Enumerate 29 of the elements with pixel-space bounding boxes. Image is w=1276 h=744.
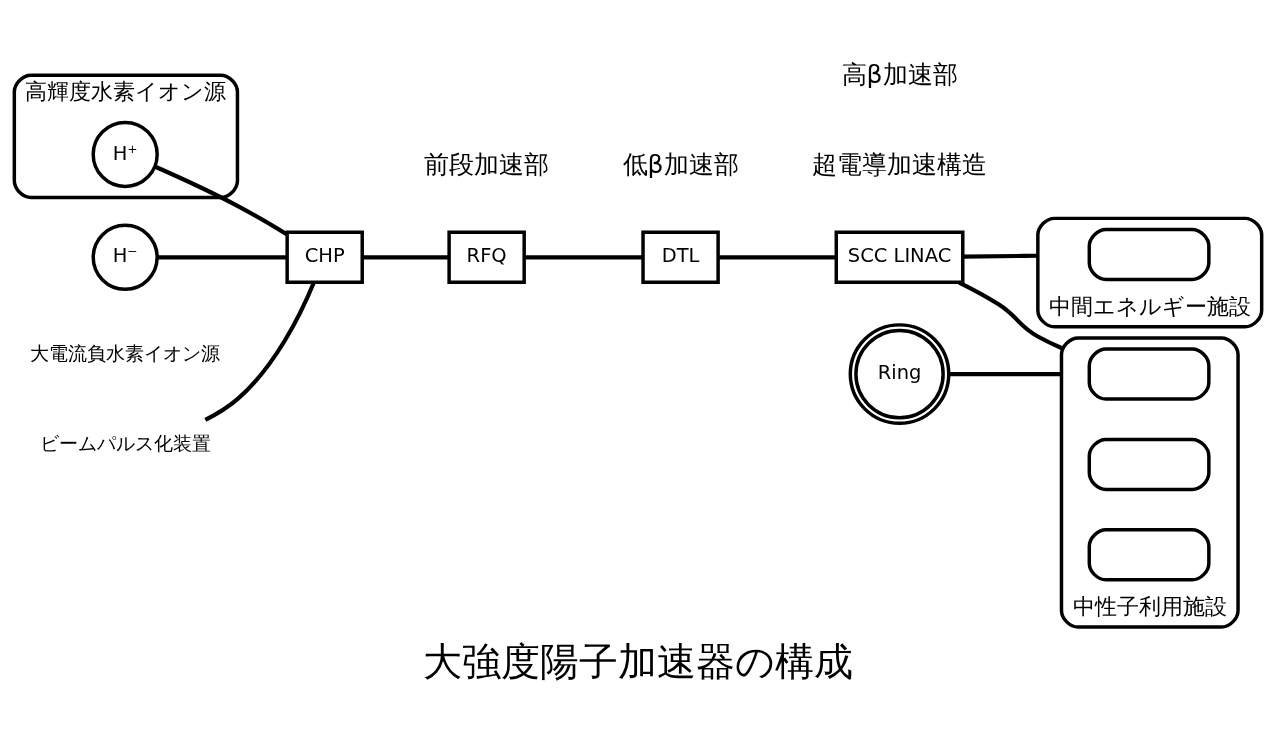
connector [948,372,1062,377]
node-box: SCC LINAC [834,230,965,285]
connector [524,255,643,260]
label: 低β加速部 [622,150,739,180]
node-circle: H⁺ [91,120,159,189]
cluster: 中性子利用施設 [1059,336,1240,629]
node-box: RFQ [447,230,526,285]
connector [958,280,1063,350]
cluster: 中間エネルギー施設 [1036,216,1264,329]
connector [718,255,836,260]
node-circle: Ring [848,323,951,426]
label: 前段加速部 [424,150,550,180]
connector [156,255,287,260]
diagram-title: 大強度陽子加速器の構成 [422,638,853,684]
connector [963,253,1038,259]
node-label: 大電流負水素イオン源 [30,341,221,365]
node-circle: H⁻ [91,223,159,291]
connector [362,255,449,260]
node-box [1087,227,1211,282]
node-text: ビームパルス化装置 [39,432,211,456]
node-box [1087,347,1211,401]
node-box [1087,528,1211,582]
node-box: CHP [285,230,364,285]
connector [204,281,316,422]
node-box: DTL [641,230,720,285]
node-box [1087,437,1211,492]
label: 高β加速部 [841,59,958,89]
label: 超電導加速構造 [812,150,988,180]
connector [153,164,289,237]
